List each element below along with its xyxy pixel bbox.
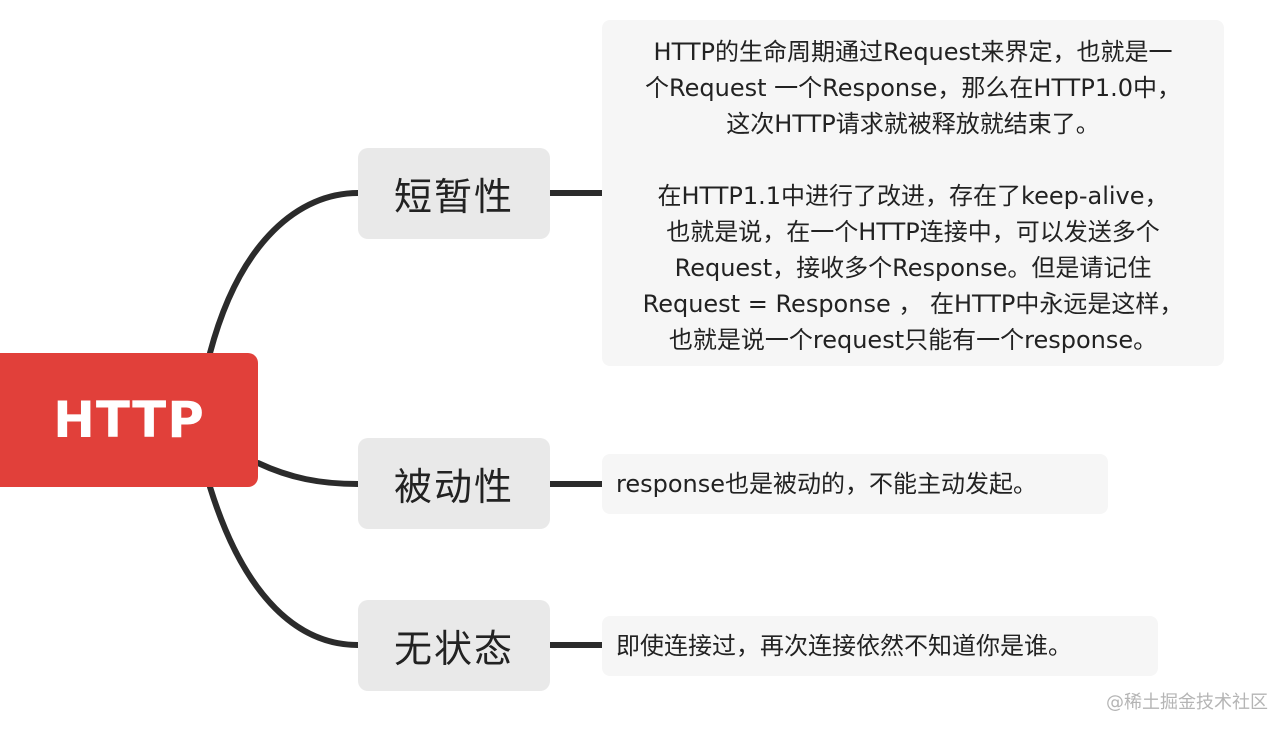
branch-node-ephemeral[interactable]: 短暂性 <box>358 148 550 239</box>
note-line: 也就是说一个request只能有一个response。 <box>668 326 1158 354</box>
note-line: 也就是说，在一个HTTP连接中，可以发送多个 <box>666 218 1160 246</box>
root-node[interactable]: HTTP <box>0 353 258 487</box>
note-stateless: 即使连接过，再次连接依然不知道你是谁。 <box>602 616 1158 676</box>
note-line: 在HTTP1.1中进行了改进，存在了keep-alive， <box>657 182 1169 210</box>
watermark: @稀土掘金技术社区 <box>1106 692 1268 713</box>
note-line: 这次HTTP请求就被释放就结束了。 <box>726 110 1100 138</box>
note-line: 个Request 一个Response，那么在HTTP1.0中， <box>645 74 1181 102</box>
note-passive: response也是被动的，不能主动发起。 <box>602 454 1108 514</box>
paragraph-gap <box>612 142 1214 178</box>
branch-node-label: 短暂性 <box>393 175 514 219</box>
branch-node-label: 无状态 <box>393 627 514 671</box>
note-text: 即使连接过，再次连接依然不知道你是谁。 <box>616 632 1072 660</box>
note-text: response也是被动的，不能主动发起。 <box>616 470 1038 498</box>
branch-node-label: 被动性 <box>393 465 514 509</box>
note-line: Request = Response ， 在HTTP中永远是这样， <box>642 290 1184 318</box>
connector-root-to-branch-2 <box>255 460 361 487</box>
branch-node-passive[interactable]: 被动性 <box>358 438 550 529</box>
branch-node-stateless[interactable]: 无状态 <box>358 600 550 691</box>
connector-root-to-branch-1 <box>207 190 361 356</box>
root-node-label: HTTP <box>53 391 205 449</box>
note-line: Request，接收多个Response。但是请记住 <box>674 254 1152 282</box>
connector-root-to-branch-3 <box>207 484 361 648</box>
note-line: HTTP的生命周期通过Request来界定，也就是一 <box>653 38 1173 66</box>
note-ephemeral: HTTP的生命周期通过Request来界定，也就是一 个Request 一个Re… <box>602 20 1224 366</box>
